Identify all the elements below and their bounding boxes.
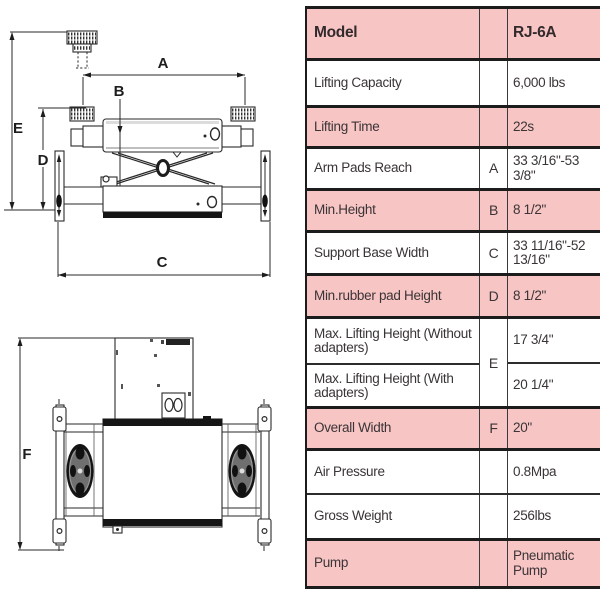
spec-label: Overall Width — [314, 420, 392, 436]
spec-label: Max. Lifting Height (With adapters) — [314, 370, 454, 400]
spec-letter: A — [479, 149, 507, 188]
spec-value: 0.8Mpa — [507, 451, 600, 493]
spec-value: 20 1/4" — [513, 376, 554, 392]
end-plates — [52, 399, 272, 551]
scissor-mechanism — [100, 152, 216, 188]
spec-value: 33 3/16"-53 3/8" — [507, 149, 600, 188]
table-row-pump: Pump Pneumatic Pump — [307, 538, 600, 586]
spec-label: Pump — [314, 555, 349, 571]
spec-value: 8 1/2" — [507, 191, 600, 230]
spec-value: 6,000 lbs — [507, 61, 600, 105]
table-row-arm-pads-reach: Arm Pads Reach A 33 3/16"-53 3/8" — [307, 146, 600, 188]
dim-label-B: B — [114, 83, 125, 100]
roller-wheel-right — [228, 444, 256, 498]
spec-label: Support Base Width — [314, 244, 429, 260]
dimension-F: F — [17, 337, 115, 551]
dim-label-C: C — [157, 254, 168, 271]
table-row-lifting-time: Lifting Time 22s — [307, 105, 600, 146]
spec-label: Arm Pads Reach — [314, 160, 412, 176]
roller-wheel-left — [66, 444, 94, 498]
spec-letter: B — [479, 191, 507, 230]
merged-labels: Max. Lifting Height (Without adapters) M… — [307, 319, 479, 406]
spec-letter — [479, 541, 507, 586]
adapter-pad — [66, 30, 98, 69]
base-frame — [54, 150, 271, 222]
spec-letter: C — [479, 233, 507, 273]
spec-label: Air Pressure — [314, 463, 385, 479]
dimension-D: D — [36, 107, 86, 210]
spec-letter — [479, 495, 507, 538]
jack-body-top — [102, 416, 223, 534]
table-row-gross-weight: Gross Weight 256lbs — [307, 493, 600, 538]
dim-label-D: D — [38, 152, 49, 169]
spec-value: 33 11/16"-52 13/16" — [507, 233, 600, 273]
dim-label-E: E — [13, 120, 23, 137]
platform-top-outline — [114, 337, 194, 421]
merged-values: 17 3/4" 20 1/4" — [507, 319, 600, 406]
side-view-drawing: E A — [4, 30, 271, 278]
spec-value: 17 3/4" — [508, 319, 600, 364]
table-row-support-base-width: Support Base Width C 33 11/16"-52 13/16" — [307, 230, 600, 273]
spec-label: Lifting Capacity — [314, 74, 402, 90]
rubber-pads — [69, 106, 256, 122]
spec-label: Max. Lifting Height (Without adapters) — [307, 319, 479, 366]
spec-value: 20" — [507, 409, 600, 448]
spec-label: Gross Weight — [314, 508, 392, 524]
table-row-max-lifting-height: Max. Lifting Height (Without adapters) M… — [307, 316, 600, 406]
spec-letter — [479, 9, 507, 58]
spec-letter — [479, 108, 507, 146]
table-row-min-rubber-pad-height: Min.rubber pad Height D 8 1/2" — [307, 273, 600, 316]
lift-platform — [70, 118, 254, 158]
spec-letter: D — [479, 276, 507, 316]
spec-value: Pneumatic Pump — [507, 541, 600, 586]
spec-table: Model RJ-6A Lifting Capacity 6,000 lbs L… — [305, 6, 600, 589]
spec-label: Min.rubber pad Height — [314, 287, 442, 303]
spec-value: 8 1/2" — [507, 276, 600, 316]
table-row-overall-width: Overall Width F 20" — [307, 406, 600, 448]
table-row-air-pressure: Air Pressure 0.8Mpa — [307, 448, 600, 493]
dimension-C: C — [57, 222, 271, 278]
spec-value: 22s — [507, 108, 600, 146]
dim-label-A: A — [158, 55, 169, 72]
spec-label: Min.Height — [314, 202, 376, 218]
jack-technical-drawing: E A — [4, 30, 272, 551]
side-rails — [64, 423, 260, 517]
dimension-A: A — [82, 55, 246, 105]
dim-label-F: F — [22, 446, 31, 463]
spec-label: Lifting Time — [314, 118, 380, 134]
spec-value: 256lbs — [507, 495, 600, 538]
spec-letter: F — [479, 409, 507, 448]
plan-view-drawing: F — [17, 337, 272, 551]
table-row-min-height: Min.Height B 8 1/2" — [307, 188, 600, 230]
spec-value: RJ-6A — [507, 9, 600, 58]
spec-label: Model — [314, 24, 358, 42]
table-row-lifting-capacity: Lifting Capacity 6,000 lbs — [307, 58, 600, 105]
table-row-model: Model RJ-6A — [307, 9, 600, 58]
spec-letter: E — [479, 319, 507, 406]
spec-letter — [479, 61, 507, 105]
spec-letter — [479, 451, 507, 493]
